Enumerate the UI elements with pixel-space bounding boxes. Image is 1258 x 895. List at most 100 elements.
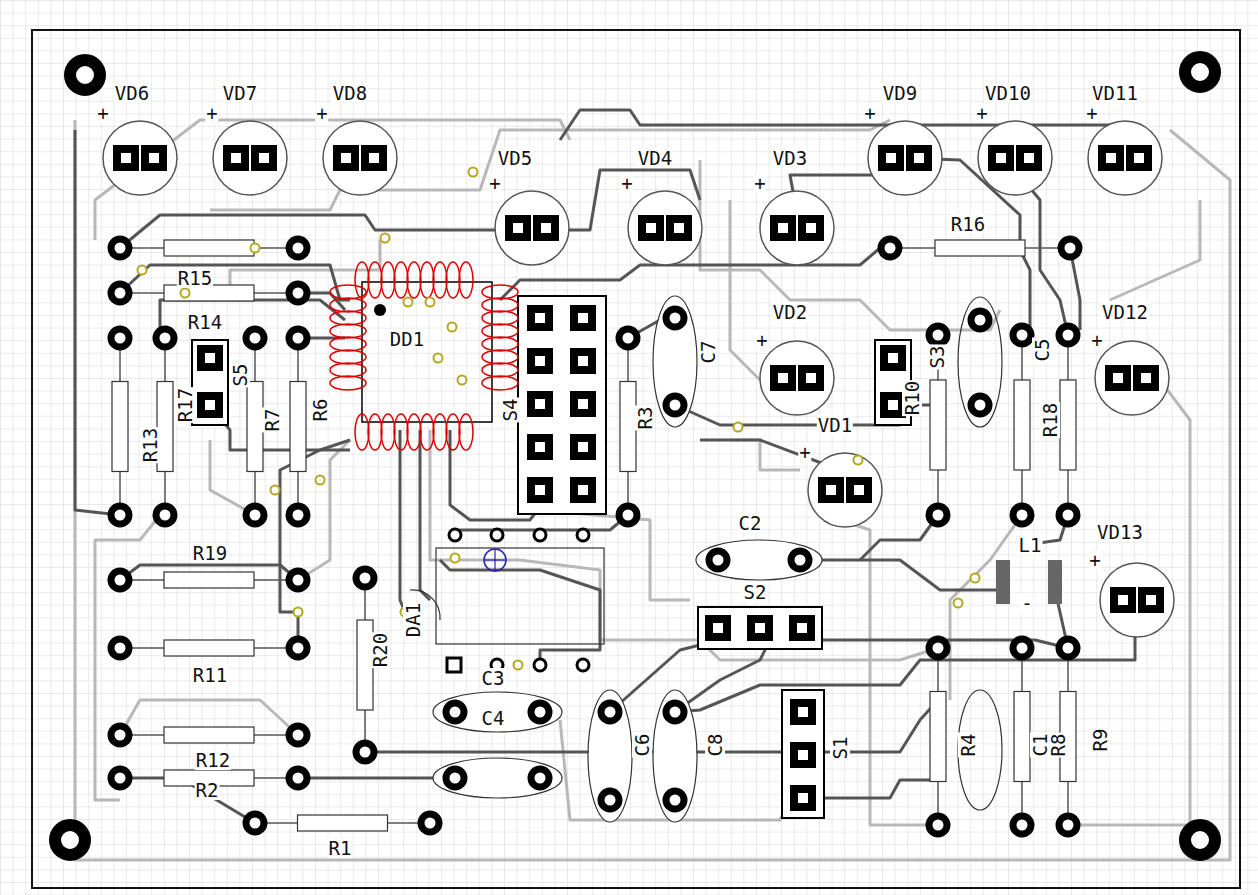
square-pad (1098, 145, 1124, 171)
part-label: + (753, 173, 766, 193)
pad-hole (806, 223, 816, 233)
pad-hole (646, 223, 656, 233)
trace (95, 515, 160, 800)
round-pad (929, 506, 947, 524)
led-outline (213, 121, 287, 195)
square-pad (527, 391, 553, 417)
trace (298, 777, 455, 780)
square-pad (638, 215, 664, 241)
round-pad (289, 506, 307, 524)
part-label: VD7 (222, 83, 258, 103)
part-label: VD8 (332, 83, 368, 103)
chip-pad (394, 262, 408, 298)
pad-hole (1141, 373, 1151, 383)
part-label: C6 (632, 733, 652, 758)
square-pad (1138, 587, 1164, 613)
part-label: S2 (743, 582, 768, 602)
resistor-symbol (247, 382, 263, 472)
chip-pad (482, 298, 518, 312)
ic-pad (577, 529, 589, 541)
pad-hole (826, 485, 836, 495)
part-label: VD11 (1091, 83, 1139, 103)
pad-hole (886, 153, 896, 163)
pad-hole (674, 223, 684, 233)
round-pad (1059, 506, 1077, 524)
led-outline (1088, 121, 1162, 195)
round-pad (619, 506, 637, 524)
via (181, 289, 190, 298)
part-label: R4 (958, 733, 978, 758)
square-pad (1133, 365, 1159, 391)
part-label: + (1085, 103, 1098, 123)
led-outline (760, 341, 834, 415)
square-pad (798, 365, 824, 391)
square-pad (818, 477, 844, 503)
round-pad (289, 239, 307, 257)
ic-pad (534, 659, 546, 671)
part-label: VD3 (772, 148, 808, 168)
part-label: R10 (902, 380, 922, 416)
chip-pad (482, 285, 518, 299)
round-pad (709, 551, 727, 569)
via (514, 661, 523, 670)
part-label: R18 (1040, 402, 1060, 438)
round-pad (356, 743, 374, 761)
part-label: R16 (950, 214, 986, 234)
round-pad (246, 329, 264, 347)
chip-pad (482, 324, 518, 338)
part-label: + (755, 330, 768, 350)
round-pad (1013, 639, 1031, 657)
via (381, 234, 390, 243)
pad-hole (541, 223, 551, 233)
trace (860, 515, 938, 560)
round-pad (929, 639, 947, 657)
pad-hole (205, 353, 215, 363)
round-pad (1059, 639, 1077, 657)
round-pad (929, 816, 947, 834)
capacitor-outline (696, 540, 822, 580)
round-pad (111, 239, 129, 257)
header-outline (698, 607, 822, 649)
pad-hole (713, 623, 723, 633)
pad-hole (578, 485, 588, 495)
part-label: R20 (370, 632, 390, 668)
part-label: R7 (262, 408, 282, 433)
square-pad (141, 145, 167, 171)
via (971, 574, 980, 583)
part-label: + (620, 173, 633, 193)
pad-hole (1106, 153, 1116, 163)
pad-hole (535, 399, 545, 409)
via (469, 168, 478, 177)
ic-pad (449, 529, 461, 541)
square-pad (333, 145, 359, 171)
round-pad (111, 639, 129, 657)
square-pad (223, 145, 249, 171)
pad-hole (578, 399, 588, 409)
chip-pad (368, 262, 382, 298)
chip-pad (482, 376, 518, 390)
round-pad (1061, 239, 1079, 257)
part-label: VD4 (637, 148, 673, 168)
trace (75, 120, 1230, 860)
pad-hole (778, 373, 788, 383)
pad-hole (778, 223, 788, 233)
round-pad (531, 703, 549, 721)
round-pad (446, 703, 464, 721)
pad-hole (578, 356, 588, 366)
via (426, 298, 435, 307)
part-label: + (315, 103, 328, 123)
chip-pad (330, 337, 366, 351)
via (251, 244, 260, 253)
pad-hole (1113, 373, 1123, 383)
part-label: VD12 (1101, 302, 1149, 322)
trace (1068, 380, 1190, 825)
square-pad (705, 615, 731, 641)
part-label: R2 (195, 780, 220, 800)
via (434, 354, 443, 363)
mounting-hole (1185, 57, 1215, 87)
part-label: R13 (140, 427, 160, 463)
pad-hole (535, 442, 545, 452)
part-label: C8 (705, 733, 725, 758)
round-pad (791, 551, 809, 569)
chip-pad (420, 262, 434, 298)
